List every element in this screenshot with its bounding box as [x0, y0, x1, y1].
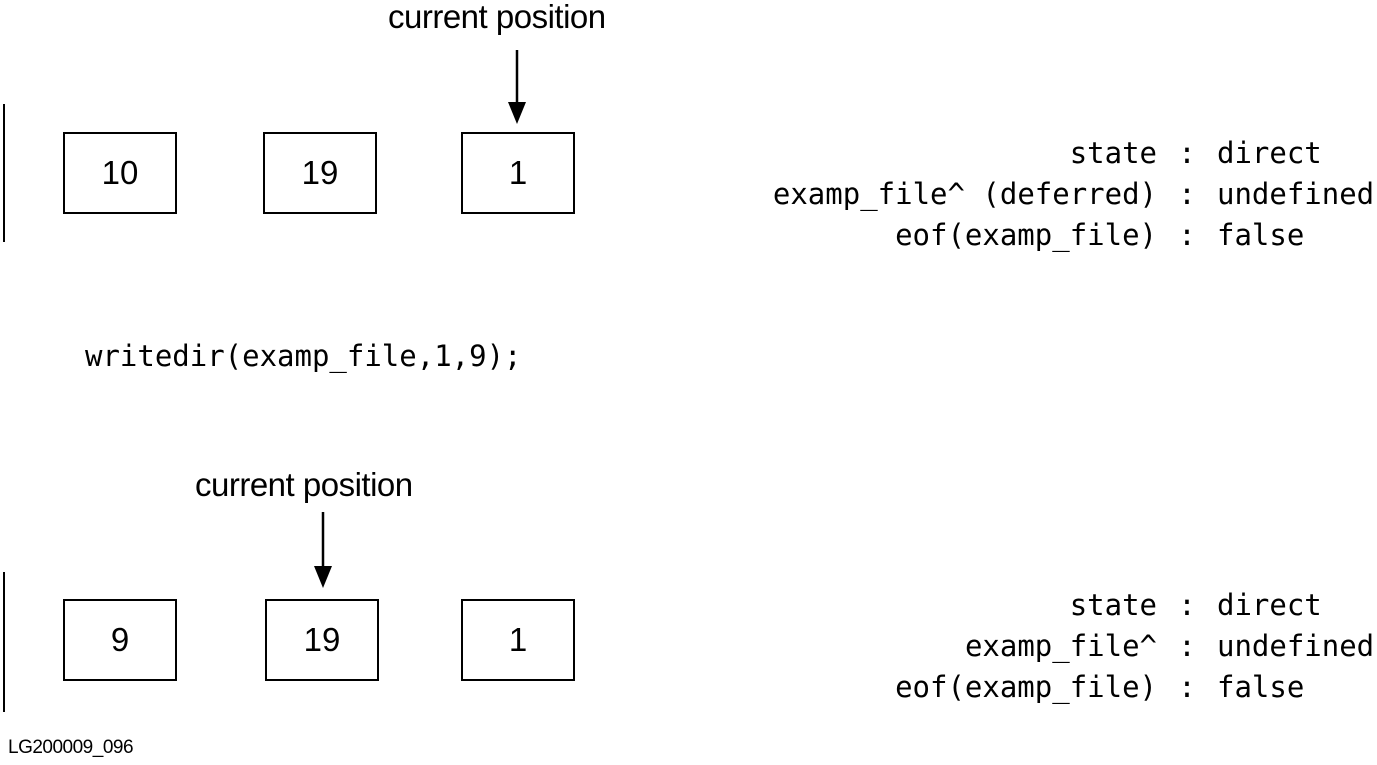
status-row-eof: eof(examp_file) : false	[737, 667, 1377, 708]
file-cell-1: 9	[63, 599, 177, 681]
current-position-label: current position	[195, 466, 413, 503]
file-cell-2: 19	[263, 132, 377, 214]
panel-before: current position 10 19 1 state : direct …	[0, 0, 1377, 250]
status-value: direct	[1217, 136, 1322, 170]
current-position-arrow	[508, 50, 526, 124]
status-separator: :	[1178, 218, 1196, 252]
status-key: eof(examp_file)	[895, 670, 1157, 704]
status-row-state: state : direct	[737, 133, 1377, 174]
status-key: state	[1069, 588, 1157, 622]
status-row-buffer: examp_file^ (deferred) : undefined	[737, 174, 1377, 215]
file-cell-2: 19	[265, 599, 379, 681]
status-key: examp_file^	[964, 629, 1157, 663]
status-value: undefined	[1217, 177, 1375, 211]
panel-after: current position 9 19 1 state : direct e…	[0, 460, 1377, 720]
status-key: state	[1069, 136, 1157, 170]
status-row-buffer: examp_file^ : undefined	[737, 626, 1377, 667]
status-separator: :	[1178, 136, 1196, 170]
status-value: direct	[1217, 588, 1322, 622]
figure-id: LG200009_096	[8, 737, 134, 758]
file-cell-1: 10	[63, 132, 177, 214]
file-cell-3: 1	[461, 599, 575, 681]
status-row-state: state : direct	[737, 585, 1377, 626]
file-cell-3: 1	[461, 132, 575, 214]
file-start-marker	[3, 572, 5, 712]
status-separator: :	[1178, 588, 1196, 622]
status-value: false	[1217, 670, 1305, 704]
code-statement: writedir(examp_file,1,9);	[85, 339, 522, 373]
current-position-arrow	[314, 512, 332, 588]
status-separator: :	[1178, 670, 1196, 704]
status-table: state : direct examp_file^ : undefined e…	[737, 585, 1377, 708]
status-separator: :	[1178, 177, 1196, 211]
status-key: eof(examp_file)	[895, 218, 1157, 252]
status-table: state : direct examp_file^ (deferred) : …	[737, 133, 1377, 256]
status-row-eof: eof(examp_file) : false	[737, 215, 1377, 256]
file-start-marker	[3, 104, 5, 242]
status-value: false	[1217, 218, 1305, 252]
status-value: undefined	[1217, 629, 1375, 663]
current-position-label: current position	[388, 0, 606, 35]
status-separator: :	[1178, 629, 1196, 663]
status-key: examp_file^ (deferred)	[772, 177, 1157, 211]
